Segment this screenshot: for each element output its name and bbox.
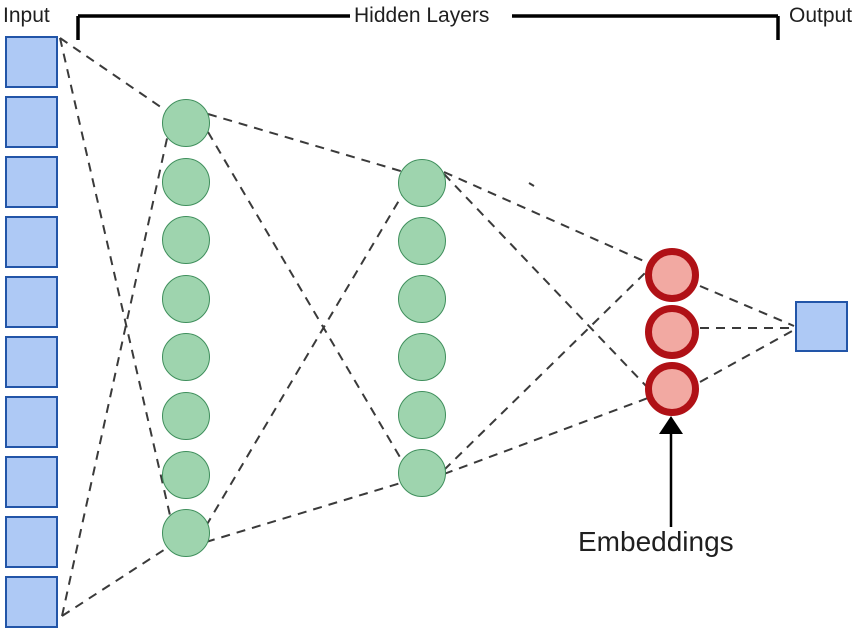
stray-tick-mark bbox=[528, 182, 535, 187]
input-node bbox=[5, 36, 58, 88]
input-node bbox=[5, 156, 58, 208]
hidden-node bbox=[398, 217, 446, 265]
connection-line bbox=[443, 171, 647, 263]
connection-line bbox=[699, 329, 795, 383]
connection-line bbox=[443, 173, 649, 389]
connection-line bbox=[443, 397, 649, 475]
embedding-node bbox=[645, 362, 699, 416]
embeddings-arrow-head bbox=[659, 416, 683, 434]
input-node bbox=[5, 456, 58, 508]
hidden-node bbox=[162, 274, 210, 323]
input-node bbox=[5, 396, 58, 448]
hidden-node bbox=[162, 509, 210, 558]
output-node bbox=[795, 301, 848, 352]
connection-line bbox=[207, 131, 405, 465]
input-node bbox=[5, 576, 58, 628]
embedding-node bbox=[645, 248, 699, 302]
embeddings-arrow bbox=[659, 416, 683, 527]
input-node bbox=[5, 336, 58, 388]
input-node bbox=[5, 276, 58, 328]
hidden-node bbox=[162, 450, 210, 499]
connection-lines bbox=[59, 37, 795, 617]
hidden-node bbox=[398, 333, 446, 381]
connection-line bbox=[207, 113, 405, 173]
hidden-node bbox=[398, 449, 446, 497]
hidden-node bbox=[398, 159, 446, 207]
input-node bbox=[5, 216, 58, 268]
hidden-node bbox=[162, 333, 210, 382]
hidden-node bbox=[398, 275, 446, 323]
input-node bbox=[5, 516, 58, 568]
output-label: Output bbox=[789, 4, 853, 27]
input-label: Input bbox=[3, 4, 50, 27]
connection-line bbox=[59, 37, 173, 525]
hidden-node bbox=[162, 216, 210, 265]
embedding-node bbox=[645, 305, 699, 359]
hidden-node bbox=[162, 99, 210, 147]
connection-line bbox=[443, 271, 647, 471]
embeddings-label: Embeddings bbox=[578, 526, 734, 557]
connection-line bbox=[61, 545, 171, 617]
connection-line bbox=[205, 191, 405, 527]
connection-line bbox=[59, 37, 169, 113]
hidden-layers-bracket bbox=[76, 14, 780, 40]
connection-line bbox=[205, 481, 405, 543]
input-node bbox=[5, 96, 58, 148]
hidden-layers-label: Hidden Layers bbox=[350, 5, 494, 26]
connection-line bbox=[61, 133, 169, 617]
connection-line bbox=[699, 285, 795, 327]
hidden-node bbox=[398, 391, 446, 439]
hidden-node bbox=[162, 392, 210, 440]
hidden-node bbox=[162, 157, 210, 206]
